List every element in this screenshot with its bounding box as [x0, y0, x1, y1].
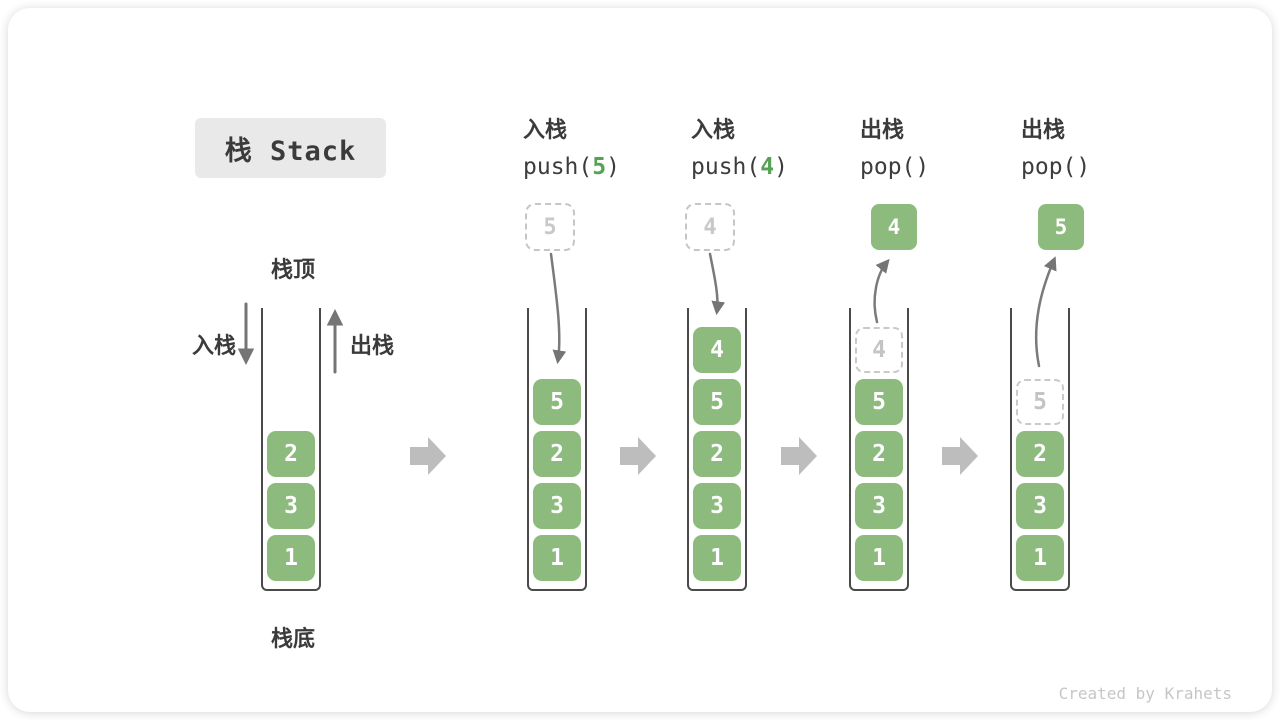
op-label: 入栈: [523, 117, 568, 142]
stack-block: 1: [1016, 535, 1064, 581]
op-code: push(5): [523, 154, 620, 180]
stack-block: 5: [855, 379, 903, 425]
op-label: 出栈: [860, 117, 905, 142]
stack-block: 1: [267, 535, 315, 581]
stack-block: 3: [855, 483, 903, 529]
stack-container-2: 5 2 3 1: [527, 308, 587, 591]
stack-block: 3: [693, 483, 741, 529]
op-label: 出栈: [1021, 117, 1066, 142]
watermark: Created by Krahets: [1058, 684, 1232, 703]
stack-block: 3: [1016, 483, 1064, 529]
op-code: push(4): [691, 154, 788, 180]
op-arg: 4: [760, 154, 775, 180]
stack-block: 2: [855, 431, 903, 477]
stack-ghost-block: 5: [1016, 379, 1064, 425]
stack-block: 3: [533, 483, 581, 529]
stack-block: 2: [267, 431, 315, 477]
op-code: pop(): [860, 154, 930, 180]
pushed-value-box: 5: [525, 203, 575, 251]
diagram-title: 栈 Stack: [195, 118, 386, 178]
stack-ghost-block: 4: [855, 327, 903, 373]
stack-block: 5: [693, 379, 741, 425]
stack-block: 2: [693, 431, 741, 477]
diagram-card: 栈 Stack 栈顶 栈底 入栈 出栈 入栈 push(5) 入栈 push(4…: [8, 8, 1272, 712]
stack-block: 1: [693, 535, 741, 581]
stack-container-1: 2 3 1: [261, 308, 321, 591]
stack-container-4: 4 5 2 3 1: [849, 308, 909, 591]
op-header-pop1: 出栈 pop(): [860, 112, 929, 180]
stack-block: 1: [855, 535, 903, 581]
stack-block: 2: [1016, 431, 1064, 477]
op-code: pop(): [1021, 154, 1091, 180]
op-arg: 5: [592, 154, 607, 180]
stack-container-3: 4 5 2 3 1: [687, 308, 747, 591]
push-side-label: 入栈: [191, 333, 236, 358]
diagram-title-text: 栈 Stack: [224, 135, 357, 167]
op-header-push4: 入栈 push(4): [691, 112, 788, 180]
stack-block: 3: [267, 483, 315, 529]
stack-block: 4: [693, 327, 741, 373]
stack-block: 1: [533, 535, 581, 581]
pop-side-label: 出栈: [350, 333, 395, 358]
op-label: 入栈: [691, 117, 736, 142]
stack-block: 5: [533, 379, 581, 425]
op-header-push5: 入栈 push(5): [523, 112, 620, 180]
flow-arrow-icon: [410, 437, 446, 475]
pushed-value-box: 4: [685, 203, 735, 251]
flow-arrow-icon: [942, 437, 978, 475]
push4-motion-arrow-icon: [708, 252, 726, 316]
stack-top-label: 栈顶: [270, 257, 315, 282]
flow-arrow-icon: [620, 437, 656, 475]
stack-container-5: 5 2 3 1: [1010, 308, 1070, 591]
stack-block: 2: [533, 431, 581, 477]
op-header-pop2: 出栈 pop(): [1021, 112, 1090, 180]
stack-bottom-label: 栈底: [270, 626, 315, 651]
popped-value-box: 5: [1038, 204, 1084, 250]
popped-value-box: 4: [871, 204, 917, 250]
flow-arrow-icon: [781, 437, 817, 475]
